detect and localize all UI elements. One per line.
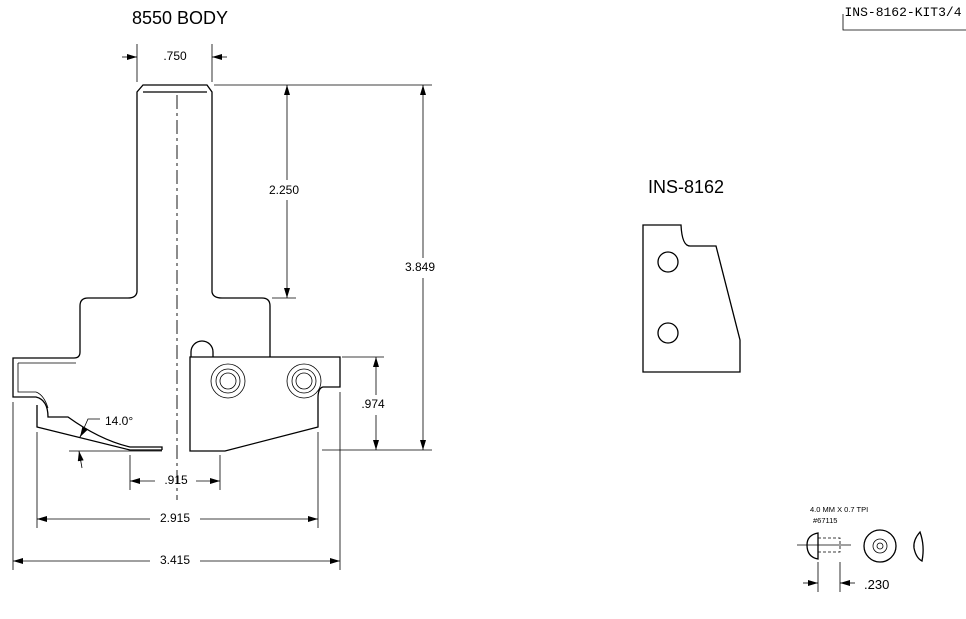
svg-text:4.0 MM X 0.7 TPI: 4.0 MM X 0.7 TPI [810,505,868,514]
screw-head-icon [210,363,246,399]
dimension-shank-length: 2.250 [214,84,432,451]
svg-text:.915: .915 [164,473,188,487]
dimension-angle: 14.0° [69,414,162,469]
drawing-title: 8550 BODY [132,8,228,28]
screw-detail: 4.0 MM X 0.7 TPI #67115 .230 [797,505,924,592]
mounting-hole [657,251,679,273]
svg-text:3.849: 3.849 [405,260,435,274]
svg-text:.230: .230 [864,577,889,592]
dimension-overall-width: 3.415 [12,392,341,570]
dimension-inner-width: 2.915 [36,432,319,528]
dimension-cut-height: .974 [361,357,385,450]
insert-view [642,224,741,373]
dimension-center-offset: .915 [129,455,221,490]
body-outline [12,297,163,450]
dimension-shank-diameter: .750 [122,44,227,82]
svg-text:2.250: 2.250 [269,183,299,197]
svg-text:.974: .974 [361,397,385,411]
title-block: INS-8162-KIT3/4 [842,5,966,31]
svg-text:#67115: #67115 [813,516,837,525]
dimension-overall-height: 3.849 [405,85,435,450]
shank [136,84,223,299]
svg-text:2.915: 2.915 [160,511,190,525]
screw-head-icon [286,363,322,399]
insert-title: INS-8162 [648,177,724,197]
svg-text:3.415: 3.415 [160,553,190,567]
drawing-number: INS-8162-KIT3/4 [844,5,961,20]
screw-head-front-icon [863,529,897,563]
insert-on-body [189,356,341,452]
cutter-body [12,84,341,500]
svg-text:14.0°: 14.0° [105,414,133,428]
mounting-hole [657,322,679,344]
svg-text:.750: .750 [163,49,187,63]
